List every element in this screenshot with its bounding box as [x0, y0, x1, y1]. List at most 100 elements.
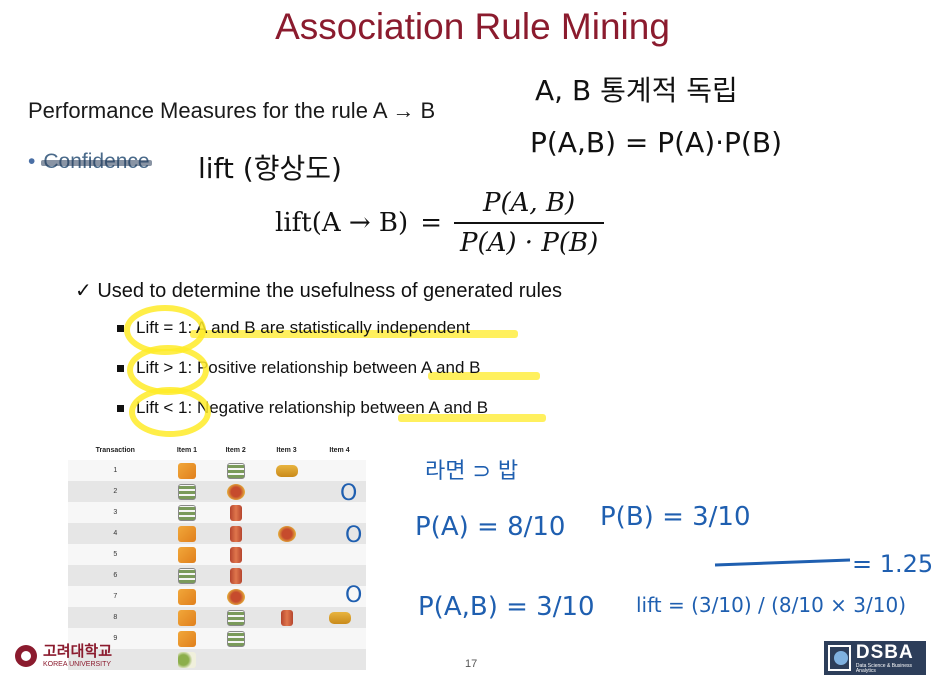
table-row: 3: [68, 502, 366, 523]
table-row: 4: [68, 523, 366, 544]
slide-title: Association Rule Mining: [275, 6, 670, 47]
table-row: [68, 649, 366, 670]
transaction-id: 6: [68, 565, 163, 586]
item-cell: [260, 523, 314, 544]
square-bullet: [117, 405, 124, 413]
tuna-icon: [275, 464, 298, 477]
chips-icon: [177, 525, 196, 542]
transaction-table: Transaction Item 1 Item 2 Item 3 Item 4 …: [68, 440, 366, 670]
noodle-icon: [226, 630, 245, 647]
header-item3: Item 3: [276, 446, 297, 454]
list-item: Lift = 1: A and B are statistically inde…: [117, 318, 470, 338]
transaction-id: 3: [68, 502, 163, 523]
formula-lhs: lift(A → B): [275, 208, 409, 238]
item-cell: [211, 502, 261, 523]
page-number: 17: [465, 658, 478, 670]
item-cell: [162, 502, 212, 523]
noodle-icon: [177, 504, 196, 521]
tuna-icon: [328, 611, 351, 624]
dsba-emblem-icon: [828, 645, 851, 671]
table-header-row: Transaction Item 1 Item 2 Item 3 Item 4: [68, 440, 366, 460]
item-cell: [313, 565, 366, 586]
chips-icon: [177, 609, 196, 626]
chips-icon: [177, 630, 196, 647]
transaction-id: 9: [68, 628, 163, 649]
bullet-dot: •: [28, 150, 36, 173]
item-cell: [313, 649, 366, 670]
confidence-bullet: •Confidence: [28, 150, 150, 174]
item-cell: [313, 481, 366, 502]
item-cell: [313, 523, 366, 544]
formula-denominator: P(A) · P(B): [459, 227, 599, 258]
item-cell: [162, 607, 212, 628]
item-cell: [260, 565, 314, 586]
transaction-id: 1: [68, 460, 163, 481]
table-row: 7: [68, 586, 366, 607]
noodle-icon: [177, 483, 196, 500]
ku-emblem-icon: [15, 645, 37, 667]
list-item: Lift < 1: Negative relationship between …: [117, 398, 488, 418]
item-cell: [162, 523, 212, 544]
transaction-id: 2: [68, 481, 163, 502]
noodle-icon: [226, 609, 245, 626]
transaction-id: 4: [68, 523, 163, 544]
table-row: 9: [68, 628, 366, 649]
item-cell: [313, 607, 366, 628]
item-cell: [211, 481, 261, 502]
can-red-icon: [229, 525, 242, 542]
dsba-name: DSBA: [855, 641, 914, 663]
handwriting-independence-formula: P(A,B) = P(A)·P(B): [530, 126, 782, 159]
item-cell: [162, 460, 212, 481]
item-cell: [260, 586, 314, 607]
korea-university-logo: 고려대학교 KOREA UNIVERSITY: [15, 644, 112, 668]
item-cell: [260, 481, 314, 502]
transaction-id: 5: [68, 544, 163, 565]
noodle-icon: [177, 567, 196, 584]
list-item: Lift > 1: Positive relationship between …: [117, 358, 480, 378]
transaction-id: 7: [68, 586, 163, 607]
chips-icon: [177, 546, 196, 563]
item-cell: [211, 460, 261, 481]
handwriting-ramen-label: 라면 ⊃ 밥: [425, 459, 518, 484]
item-cell: [162, 628, 212, 649]
formula-fraction: P(A, B) P(A) · P(B): [453, 188, 605, 258]
header-item2: Item 2: [225, 446, 246, 454]
item-cell: [211, 628, 261, 649]
list-item-text: Lift > 1: Positive relationship between …: [136, 358, 481, 377]
item-cell: [211, 649, 261, 670]
item-cell: [260, 502, 314, 523]
bowl-icon: [226, 588, 245, 605]
item-cell: [260, 460, 314, 481]
transaction-id: 8: [68, 607, 163, 628]
can-red-icon: [229, 567, 242, 584]
item-cell: [211, 607, 261, 628]
item-cell: [313, 544, 366, 565]
handwriting-long-bar: [714, 558, 851, 567]
subtitle: Performance Measures for the rule A → B: [28, 98, 436, 123]
handwriting-independence: A, B 통계적 독립: [535, 74, 738, 107]
item-cell: [260, 544, 314, 565]
table-row: 6: [68, 565, 366, 586]
lift-formula: lift(A → B) = P(A, B) P(A) · P(B): [275, 182, 605, 264]
transaction-id: [68, 649, 163, 670]
table-row: 2: [68, 481, 366, 502]
formula-numerator: P(A, B): [483, 188, 576, 219]
item-cell: [313, 502, 366, 523]
table-row: 1: [68, 460, 366, 481]
item-cell: [260, 607, 314, 628]
item-cell: [211, 586, 261, 607]
ku-english-name: KOREA UNIVERSITY: [43, 661, 112, 668]
bowl-icon: [226, 483, 245, 500]
can-red-icon: [229, 504, 242, 521]
fraction-bar: [453, 222, 605, 224]
list-item-text: Lift = 1: A and B are statistically inde…: [136, 318, 471, 337]
item-cell: [162, 481, 212, 502]
item-cell: [211, 544, 261, 565]
highlight-negative: [398, 414, 546, 422]
formula-equals: =: [420, 208, 442, 238]
can-red-icon: [229, 546, 242, 563]
bowl-icon: [277, 525, 296, 542]
noodle-icon: [226, 462, 245, 479]
chips-icon: [177, 588, 196, 605]
